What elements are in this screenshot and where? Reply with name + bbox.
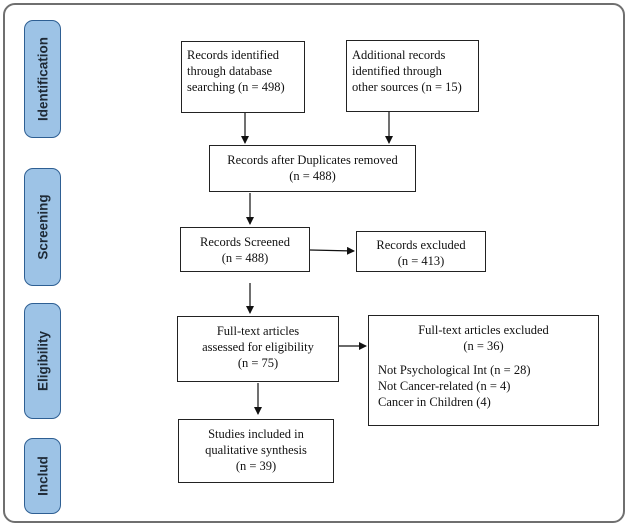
box-fulltext-assessed: Full-text articles assessed for eligibil… (177, 316, 339, 382)
box-additional-records: Additional records identified through ot… (346, 40, 479, 112)
exclusion-reason: Cancer in Children (4) (378, 395, 491, 409)
fulltext-excluded-title: Full-text articles excluded (418, 323, 549, 337)
box-duplicates-removed: Records after Duplicates removed (n = 48… (209, 145, 416, 192)
box-fulltext-excluded: Full-text articles excluded (n = 36) Not… (368, 315, 599, 426)
box-records-identified: Records identified through database sear… (181, 41, 305, 113)
exclusion-reason: Not Psychological Int (n = 28) (378, 363, 531, 377)
stage-included: Includ (24, 438, 61, 514)
exclusion-reason: Not Cancer-related (n = 4) (378, 379, 511, 393)
box-records-excluded: Records excluded (n = 413) (356, 231, 486, 272)
stage-screening: Screening (24, 168, 61, 286)
stage-eligibility: Eligibility (24, 303, 61, 419)
fulltext-excluded-count: (n = 36) (463, 339, 504, 353)
arrow-screened-to-excluded (309, 246, 355, 255)
stage-identification: Identification (24, 20, 61, 138)
box-records-screened: Records Screened (n = 488) (180, 227, 310, 272)
box-studies-included: Studies included in qualitative synthesi… (178, 419, 334, 483)
